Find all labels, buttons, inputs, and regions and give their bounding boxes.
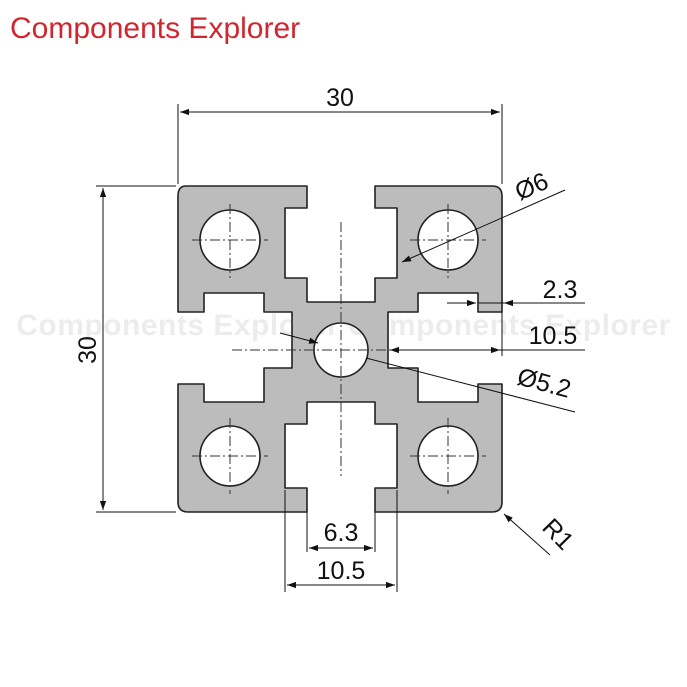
brand-title: Components Explorer bbox=[10, 12, 301, 45]
extrusion-profile bbox=[177, 185, 503, 513]
dim-overall-width: 30 bbox=[326, 84, 354, 112]
dim-wall-thickness: 2.3 bbox=[543, 276, 578, 304]
centerlines bbox=[192, 204, 486, 494]
dim-slot-opening-right: 10.5 bbox=[529, 322, 578, 350]
dim-slot-opening-bottom: 10.5 bbox=[317, 557, 366, 585]
dim-overall-height: 30 bbox=[74, 336, 102, 364]
dimension-lines bbox=[96, 104, 585, 592]
dim-slot-width: 6.3 bbox=[324, 519, 359, 547]
dim-corner-hole: Ø6 bbox=[511, 167, 553, 206]
dim-center-hole: Ø5.2 bbox=[514, 363, 574, 404]
